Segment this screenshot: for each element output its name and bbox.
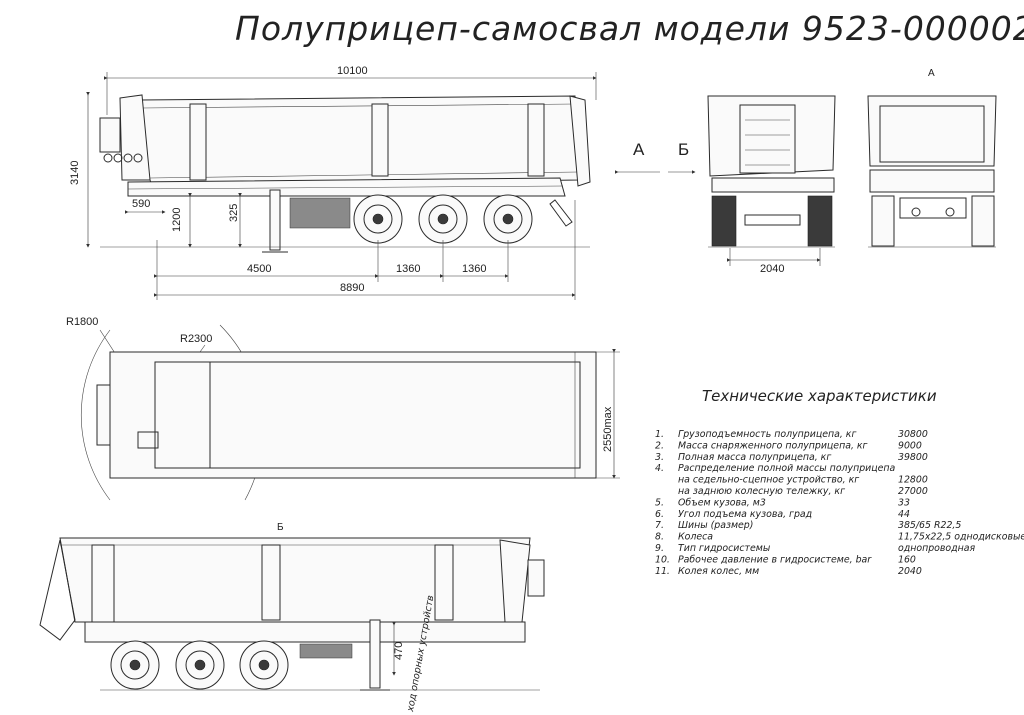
spec-number: 1. [655,429,664,440]
spec-row: 3. Полная масса полуприцепа, кг 39800 [655,452,928,463]
spec-row: на седельно-сцепное устройство, кг 12800 [678,475,928,486]
rear-view [867,95,997,248]
spec-row: 10. Рабочее давление в гидросистеме, bar 1… [655,554,916,565]
side-view-b: Б 470 ход опорных устройств [39,522,545,714]
side-wheels [353,194,533,244]
specs-heading: Технические характеристики [702,387,937,405]
rear-gate-panel [879,105,985,163]
spec-label: Угол подъема кузова, град [678,509,812,520]
specs-block: Технические характеристики 1. Грузоподъем… [655,387,1024,577]
dim-support-stroke: 470 [393,642,405,660]
rear-tire-right [971,195,995,247]
top-front-panel [96,384,111,446]
spec-number: 2. [655,440,664,451]
spec-row: 9. Тип гидросистемы однопроводная [655,543,976,554]
spec-row: 7. Шины (размер) 385/65 R22,5 [655,520,961,531]
spec-row: 5. Объем кузова, м3 33 [655,497,910,508]
rear-tire-left [871,195,895,247]
spec-row: 8. Колеса 11,75x22,5 однодисковые [655,532,1024,543]
spec-row: на заднюю колесную тележку, кг 27000 [678,486,928,497]
section-b-label: Б [277,522,284,533]
spec-label: на заднюю колесную тележку, кг [678,486,845,497]
dim-support-clearance: 325 [228,204,240,222]
dim-kingpin-to-axle: 4500 [247,263,271,275]
dim-frame-length: 8890 [340,282,364,294]
dim-turn-radius-1: R1800 [66,316,98,328]
top-body-outline [109,351,597,479]
view-arrow-a-label: А [633,140,645,159]
spec-value: 11,75x22,5 однодисковые [898,532,1024,543]
spec-value: 160 [898,554,916,565]
dim-turn-radius-2: R2300 [180,333,212,345]
spec-label: Шины (размер) [678,520,753,531]
spec-value: 27000 [898,486,928,497]
spec-label: Полная масса полуприцепа, кг [678,452,831,463]
spec-label: Грузоподъемность полуприцепа, кг [678,429,856,440]
body-rib-2 [371,103,389,177]
spec-number: 11. [655,566,670,577]
drawing-title: Полуприцеп-самосвал модели 9523-0000022 [235,9,1024,48]
landing-gear [269,189,281,251]
spec-number: 6. [655,509,664,520]
spec-value: 30800 [898,429,928,440]
spec-label: Распределение полной массы полуприцепа [678,463,896,474]
spec-number: 9. [655,543,664,554]
chassis-frame [127,177,566,197]
turn-arc-1 [81,329,111,501]
spec-label: Объем кузова, м3 [678,497,766,508]
spec-label: Колея колес, мм [678,566,759,577]
front-panel [99,117,121,153]
spec-number: 4. [655,463,664,474]
dim-kingpin-height: 1200 [171,208,183,232]
spec-number: 7. [655,520,664,531]
spec-row: 1. Грузоподъемность полуприцепа, кг 30800 [655,429,928,440]
side-b-toolbox [299,643,353,659]
dim-axle-spacing-2: 1360 [462,263,486,275]
spec-label: Тип гидросистемы [678,543,771,554]
spec-row: 11. Колея колес, мм 2040 [655,566,922,577]
spec-label: Масса снаряженного полуприцепа, кг [678,440,868,451]
spec-value: 2040 [898,566,922,577]
spec-row: 4. Распределение полной массы полуприцепа [655,463,896,474]
spec-label: Рабочее давление в гидросистеме, bar [678,554,872,565]
spec-value: однопроводная [898,543,976,554]
front-tire-right [807,195,833,247]
spec-value: 385/65 R22,5 [898,520,961,531]
side-view: 10100 3140 [69,65,597,300]
front-view-label: А [928,68,935,79]
dim-overall-length: 10100 [337,65,368,77]
spec-number: 8. [655,532,664,543]
top-view: R1800 R2300 2550max [66,316,620,501]
front-view: А 2040 [707,68,935,275]
spec-value: 44 [898,509,910,520]
spec-label: на седельно-сцепное устройство, кг [678,475,859,486]
spec-value: 33 [898,497,910,508]
spec-value: 39800 [898,452,928,463]
spec-value: 9000 [898,440,922,451]
spec-value: 12800 [898,475,928,486]
front-ladder [739,104,796,174]
dim-track-rear: 2040 [760,263,784,275]
rear-gate [569,95,591,187]
front-tire-left [711,195,737,247]
dim-axle-spacing-1: 1360 [396,263,420,275]
body-rib-3 [527,103,545,177]
spec-number: 10. [655,554,670,565]
dim-front-offset: 590 [132,198,150,210]
view-arrow-b-label: Б [678,140,689,159]
body-rib-1 [189,103,207,181]
spec-label: Колеса [678,532,713,543]
spec-number: 3. [655,452,664,463]
spec-row: 6. Угол подъема кузова, град 44 [655,509,910,520]
spec-number: 5. [655,497,664,508]
spec-row: 2. Масса снаряженного полуприцепа, кг 9000 [655,440,922,451]
dim-height: 3140 [69,161,81,185]
view-arrows: А Б [615,140,696,174]
dim-width-max: 2550max [602,406,614,452]
toolbox [289,197,351,229]
